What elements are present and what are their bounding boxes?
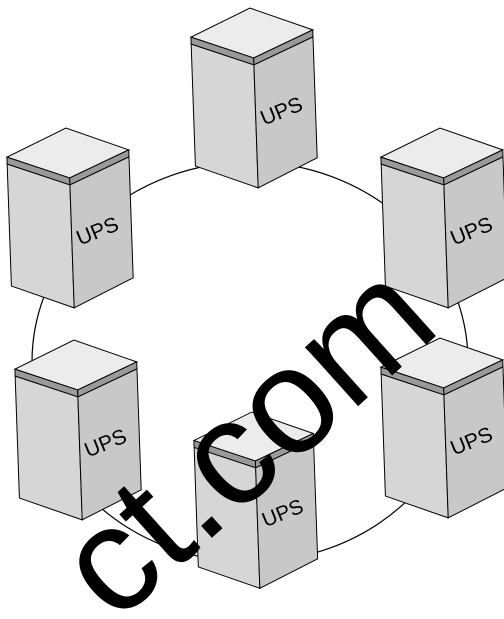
ups-right-face xyxy=(443,156,504,309)
ups-right-face xyxy=(69,156,134,309)
ups-right-face xyxy=(443,366,504,519)
ups-unit-bottom: UPS xyxy=(192,411,319,590)
ups-right-face xyxy=(255,439,319,590)
ups-unit-lower-left: UPS xyxy=(13,339,142,521)
ups-right-face xyxy=(253,36,318,189)
ups-left-face xyxy=(6,163,75,309)
ups-unit-upper-right: UPS xyxy=(379,127,504,309)
ups-unit-lower-right: UPS xyxy=(379,337,504,519)
ups-unit-top: UPS xyxy=(189,7,318,189)
ups-unit-upper-left: UPS xyxy=(5,127,134,309)
ups-left-face xyxy=(190,43,259,189)
ups-right-face xyxy=(77,368,142,521)
